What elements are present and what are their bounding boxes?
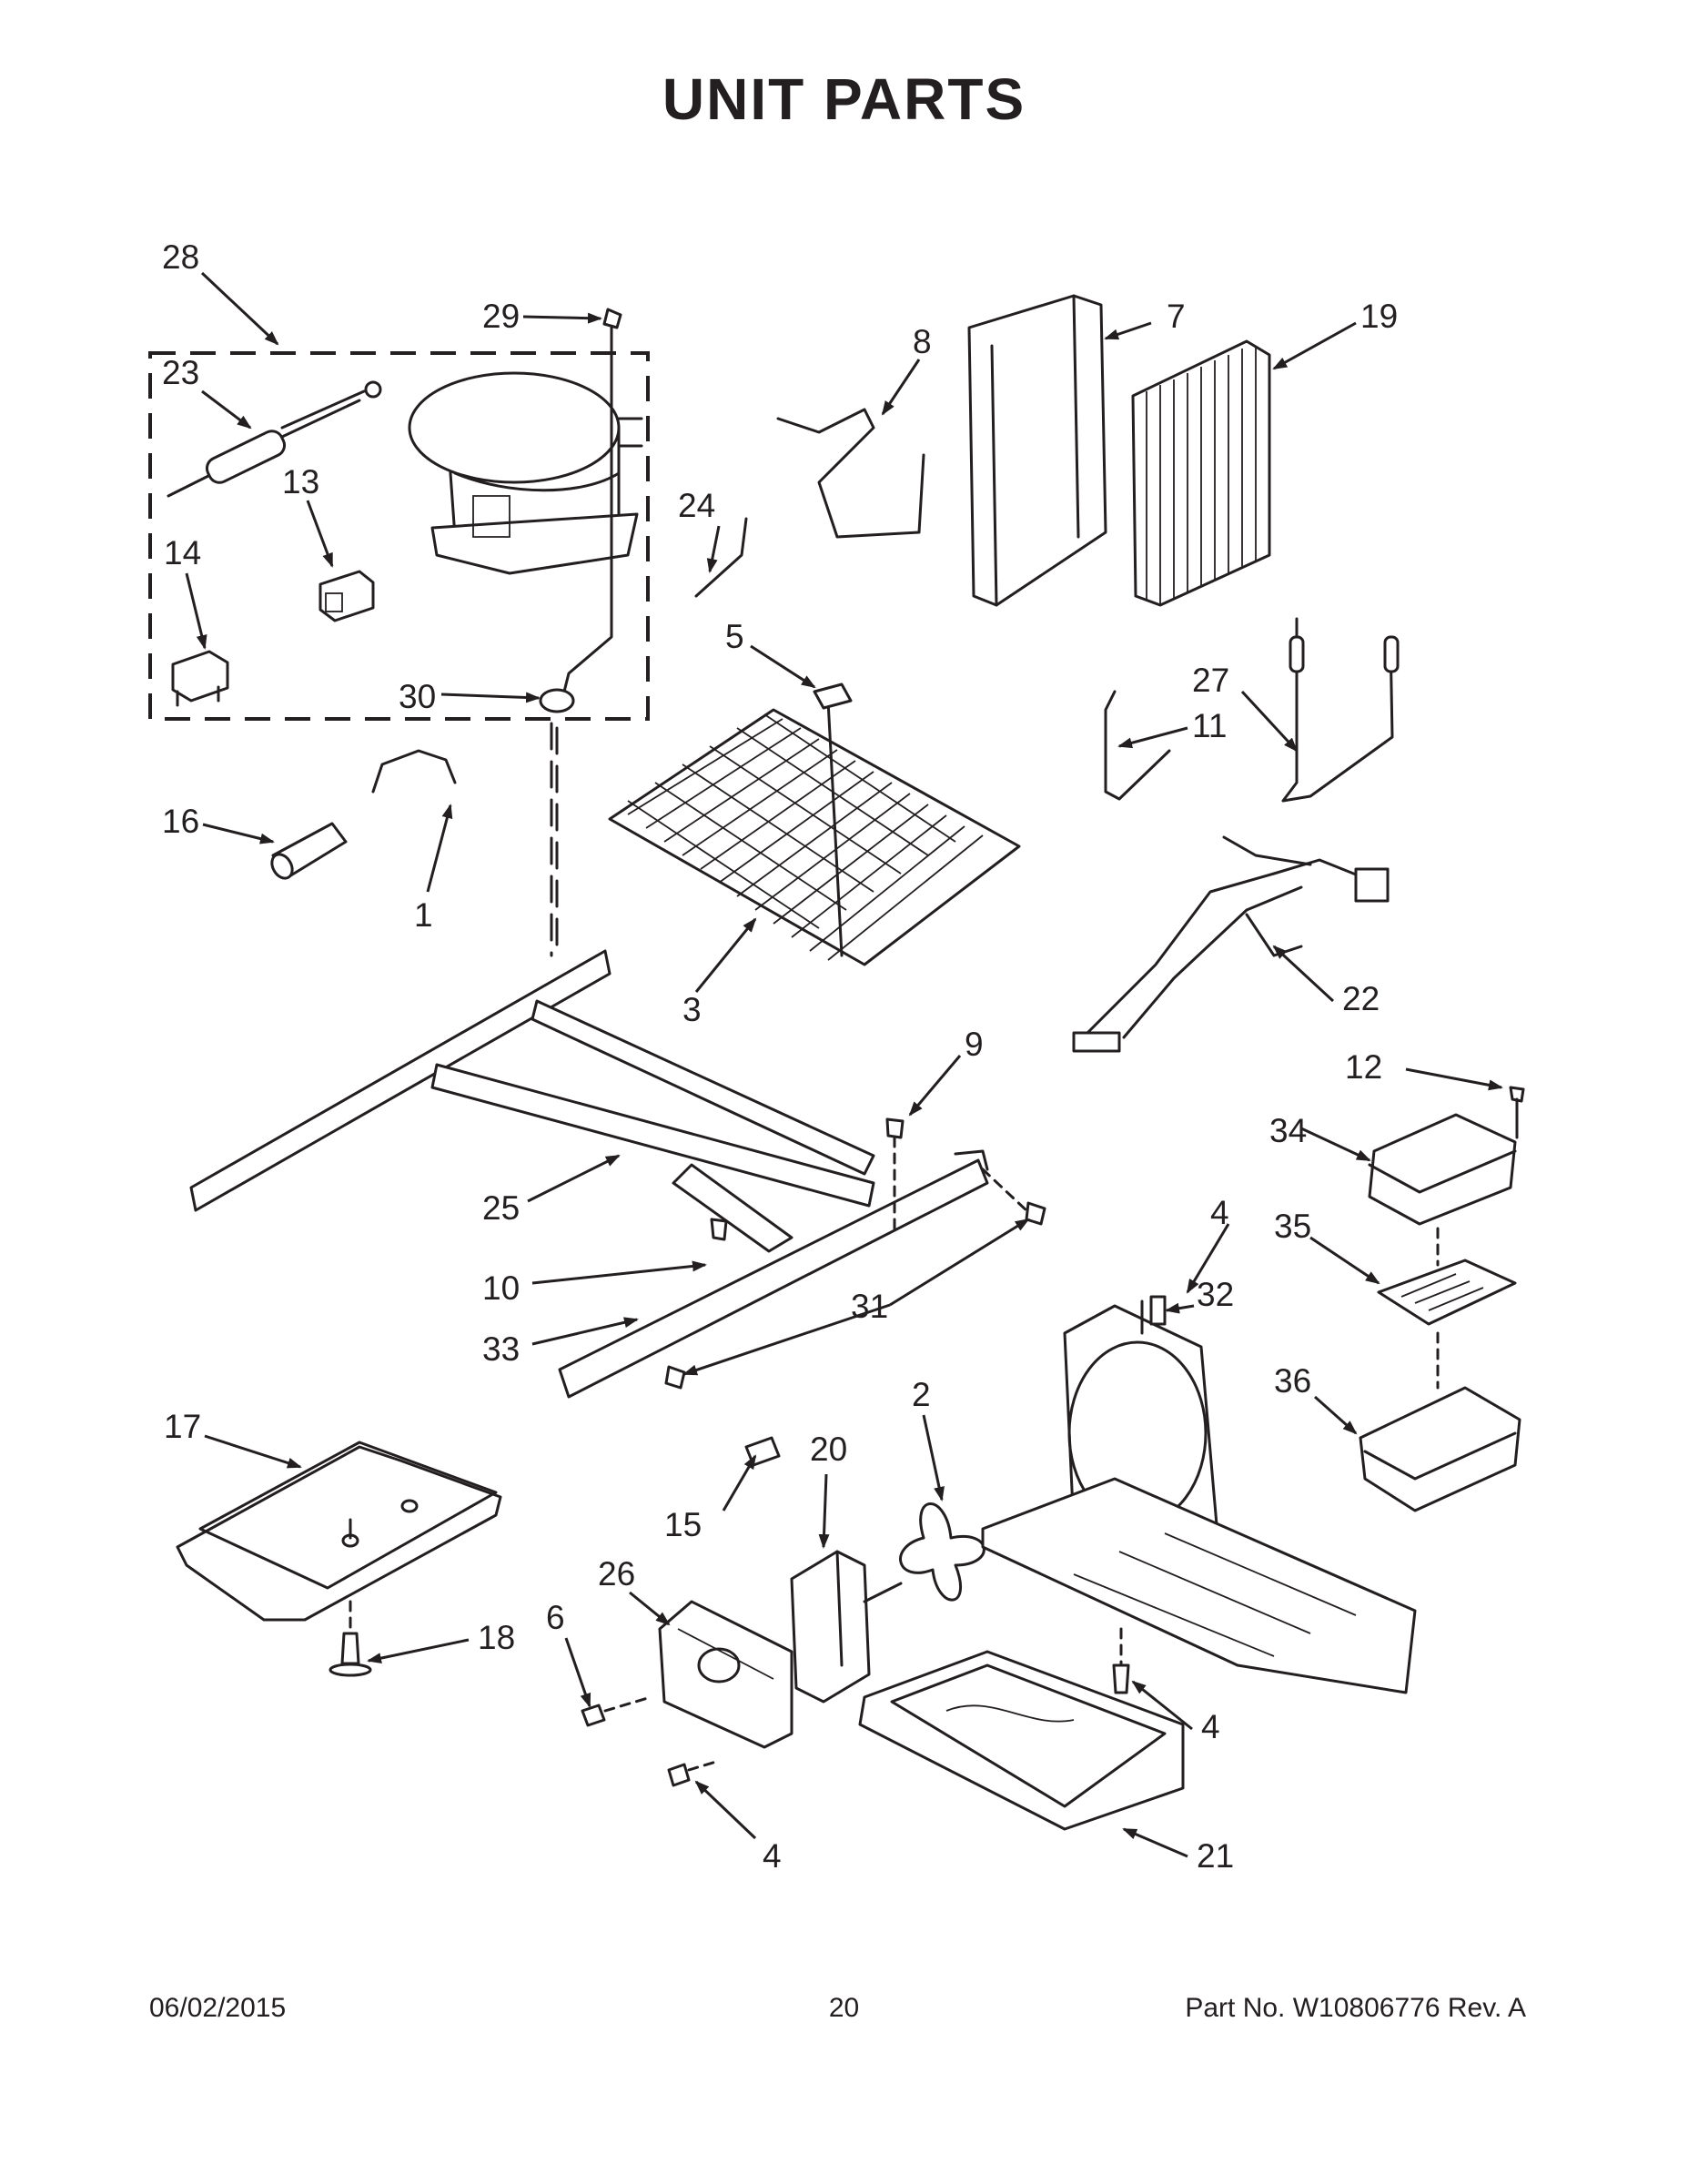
callout-14: 14 [164, 534, 201, 571]
fan-blade-2-drawing [899, 1502, 986, 1602]
bracket-26-drawing [658, 1600, 793, 1749]
callout-8: 8 [913, 323, 932, 360]
callout-12: 12 [1345, 1048, 1382, 1086]
callout-15: 15 [664, 1506, 702, 1543]
harness-22-drawing [1072, 835, 1390, 1053]
leader-lines [185, 271, 1503, 1858]
callout-10: 10 [482, 1269, 520, 1307]
cover-7-drawing [967, 294, 1107, 607]
callout-9: 9 [965, 1026, 984, 1063]
callout-22: 22 [1342, 980, 1380, 1017]
callout-16: 16 [162, 803, 199, 840]
callout-6: 6 [546, 1599, 565, 1636]
callout-20: 20 [810, 1431, 847, 1468]
page-title: UNIT PARTS [662, 66, 1026, 132]
callout-5: 5 [725, 618, 744, 655]
sleeve-16-drawing [270, 822, 348, 880]
evaporator-3-drawing [608, 699, 1021, 966]
callout-7: 7 [1167, 298, 1186, 335]
callout-13: 13 [282, 463, 319, 500]
condenser-19-drawing [1131, 339, 1271, 607]
bracket-5-drawing [813, 682, 853, 710]
callout-31: 31 [851, 1288, 888, 1325]
callout-23: 23 [162, 354, 199, 391]
screw-6-drawing [581, 1695, 652, 1727]
overload-14-drawing [171, 650, 229, 707]
callout-labels: 28 29 23 13 14 30 16 1 3 5 24 8 7 19 27 … [162, 238, 1398, 1875]
frame-rail-25-drawing [189, 949, 875, 1253]
compressor-drawing [408, 326, 643, 712]
callout-26: 26 [598, 1555, 635, 1592]
board-35-drawing [1377, 1259, 1517, 1390]
callout-21: 21 [1197, 1837, 1234, 1875]
callout-27: 27 [1192, 662, 1229, 699]
callout-30: 30 [399, 678, 436, 715]
callout-4: 4 [1201, 1708, 1220, 1745]
screw-12-drawing [1509, 1086, 1525, 1139]
footer-part-number: Part No. W10806776 Rev. A [1185, 1993, 1526, 2023]
insulation-17-drawing [176, 1441, 502, 1622]
callout-33: 33 [482, 1330, 520, 1368]
callout-3: 3 [682, 991, 702, 1028]
compressor-group-box [148, 351, 650, 721]
callout-34: 34 [1269, 1112, 1307, 1149]
relay-13-drawing [318, 570, 375, 622]
callout-19: 19 [1360, 298, 1398, 335]
motor-20-drawing [790, 1550, 903, 1704]
screw-4-lower-drawing [1112, 1627, 1130, 1694]
callout-24: 24 [678, 487, 715, 524]
screw-18-drawing [329, 1600, 372, 1677]
footer-page-number: 20 [828, 1993, 860, 2023]
callout-1: 1 [414, 896, 433, 934]
grommet-30-drawing [539, 688, 575, 957]
callout-35: 35 [1274, 1208, 1311, 1245]
callout-2: 2 [912, 1376, 931, 1413]
screw-9-drawing [885, 1117, 905, 1230]
tube-11-drawing [1104, 690, 1171, 801]
callout-11: 11 [1192, 707, 1227, 744]
cover-34-drawing [1368, 1113, 1517, 1267]
callout-32: 32 [1197, 1276, 1234, 1313]
callout-36: 36 [1274, 1362, 1311, 1400]
callout-28: 28 [162, 238, 199, 276]
shroud-32-drawing [981, 1299, 1417, 1694]
callout-29: 29 [482, 298, 520, 335]
screw-4-bottom-drawing [667, 1759, 721, 1787]
rail-33-drawing [558, 1149, 989, 1399]
screw-4-upper-drawing [1149, 1295, 1167, 1326]
screw-31-drawing [664, 1168, 1046, 1390]
tube-24-drawing [694, 517, 748, 598]
drain-pan-21-drawing [858, 1650, 1185, 1831]
callout-4: 4 [1210, 1194, 1229, 1231]
callout-4: 4 [763, 1837, 782, 1875]
screw-10-drawing [710, 1218, 728, 1241]
tube-27-drawing [1281, 617, 1400, 803]
drier-23-drawing [167, 380, 382, 498]
screw-29-drawing [602, 308, 622, 329]
callout-17: 17 [164, 1408, 201, 1445]
footer-date: 06/02/2015 [149, 1993, 287, 2023]
clip-1-drawing [371, 749, 457, 794]
base-36-drawing [1359, 1386, 1521, 1512]
callout-25: 25 [482, 1189, 520, 1227]
callout-18: 18 [478, 1619, 515, 1656]
tube-8-drawing [776, 408, 925, 539]
